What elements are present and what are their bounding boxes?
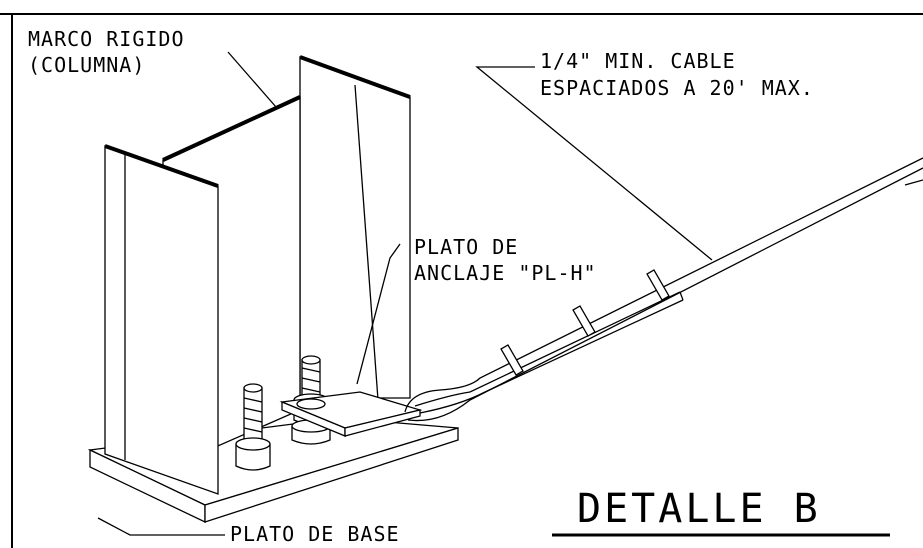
sheet-border [0, 13, 923, 548]
frame-label-line1: MARCO RIGIDO [28, 27, 185, 51]
column [104, 55, 411, 495]
cable [404, 157, 923, 422]
anchor-plate-label-line2: ANCLAJE "PL-H" [414, 261, 597, 285]
anchor-plate [279, 391, 423, 437]
base-plate-label: PLATO DE BASE [230, 522, 400, 546]
anchor-plate-label-line1: PLATO DE [414, 235, 518, 259]
anchor-bolt-left [235, 383, 271, 471]
frame-label-line2: (COLUMNA) [28, 53, 145, 77]
detail-title: DETALLE B [577, 486, 821, 532]
cable-label-line1: 1/4" MIN. CABLE [540, 49, 736, 73]
leader-lines [97, 51, 923, 536]
cable-label-line2: ESPACIADOS A 20' MAX. [540, 76, 814, 100]
